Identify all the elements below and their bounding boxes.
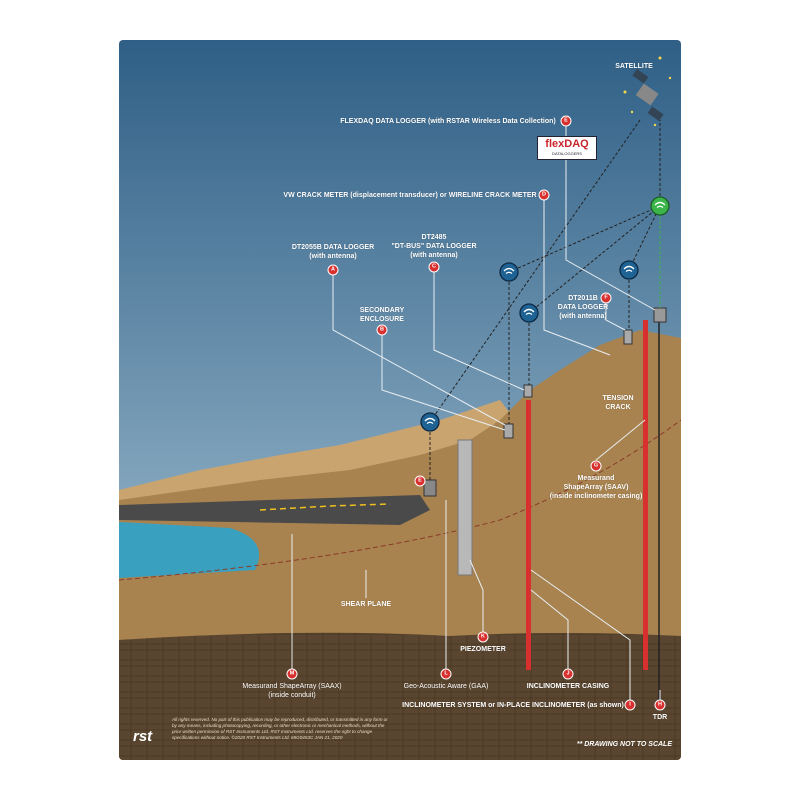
- label-dt2055b: DT2055B DATA LOGGER(with antenna): [291, 244, 375, 260]
- piezometer-borehole: [457, 439, 473, 576]
- callout-lines: [291, 126, 661, 700]
- badge-i: I: [624, 699, 636, 711]
- badge-a: A: [327, 264, 339, 276]
- label-saax: Measurand ShapeArray (SAAX)(inside condu…: [242, 683, 342, 699]
- road: [119, 495, 430, 525]
- bedrock: [119, 632, 681, 760]
- label-flexdaq: FLEXDAQ DATA LOGGER (with RSTAR Wireless…: [340, 118, 556, 125]
- badge-e: E: [414, 475, 426, 487]
- inclinometer-casing: [526, 400, 531, 670]
- badge-j: J: [562, 668, 574, 680]
- wifi-icons: [420, 196, 670, 432]
- label-piezometer: PIEZOMETER: [460, 646, 506, 653]
- label-inclinometer-casing: INCLINOMETER CASING: [526, 683, 610, 690]
- label-shear-plane: SHEAR PLANE: [340, 601, 392, 608]
- satellite-icon: [632, 68, 664, 122]
- shear-plane-line: [119, 419, 681, 581]
- label-tdr: TDR: [652, 714, 668, 721]
- badge-f: F: [600, 292, 612, 304]
- saav-casing: [643, 320, 648, 670]
- label-satellite: SATELLITE: [615, 63, 653, 70]
- wireless-links: [429, 119, 661, 480]
- badge-b: B: [376, 324, 388, 336]
- badge-k: K: [477, 631, 489, 643]
- rst-logo: rst: [133, 728, 153, 745]
- badge-h: H: [654, 699, 666, 711]
- badge-l: L: [440, 668, 452, 680]
- lake: [119, 522, 260, 578]
- badge-c: C: [428, 261, 440, 273]
- label-dt2485: DT2485"DT-BUS" DATA LOGGER(with antenna): [391, 234, 477, 259]
- label-vw-crack-meter: VW CRACK METER (displacement transducer)…: [283, 192, 537, 199]
- badge-g: G: [590, 460, 602, 472]
- label-inclinometer-system: INCLINOMETER SYSTEM or IN-PLACE INCLINOM…: [402, 702, 624, 709]
- badge-m: M: [286, 668, 298, 680]
- label-gaa: Geo-Acoustic Aware (GAA): [403, 683, 489, 690]
- badge-d: D: [538, 189, 550, 201]
- badge-e-flexdaq: E: [560, 115, 572, 127]
- not-to-scale-note: ** DRAWING NOT TO SCALE: [576, 741, 672, 748]
- copyright-text: All rights reserved. No part of this pub…: [172, 717, 388, 740]
